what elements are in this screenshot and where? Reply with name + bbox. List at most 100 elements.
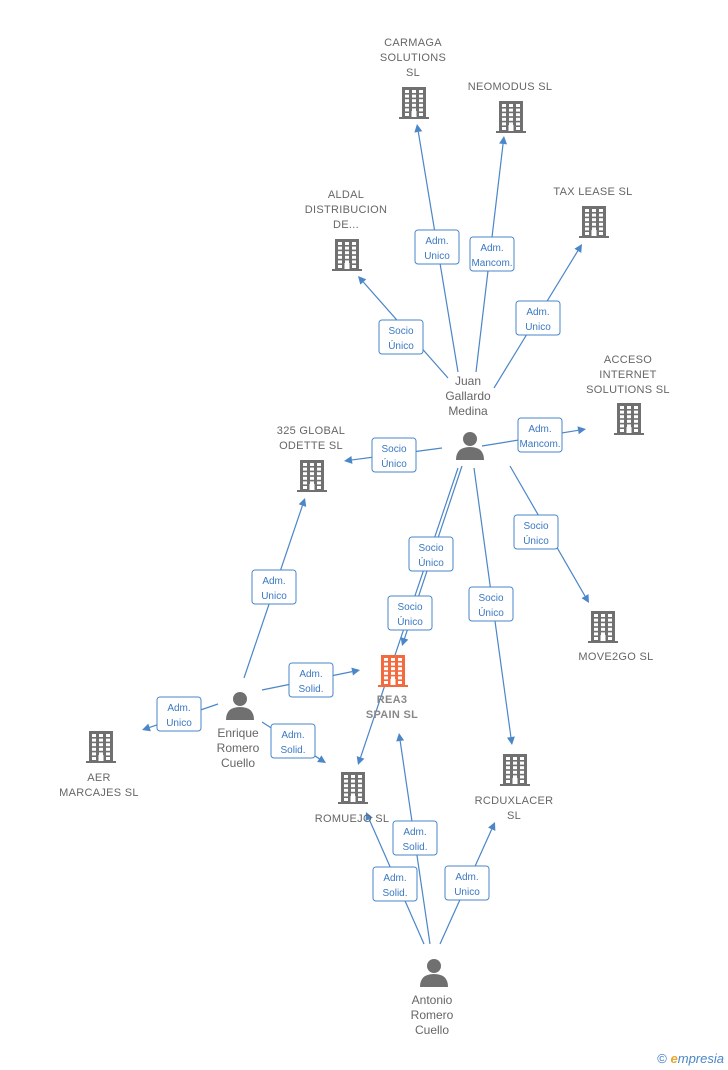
building-icon [496,101,526,133]
node-acceso[interactable]: ACCESO INTERNET SOLUTIONS SL [586,354,670,435]
edge-label[interactable]: Adm. Mancom. [469,236,515,272]
node-aer[interactable]: AER MARCAJES SL [59,731,139,799]
node-label: ROMUEJO SL [315,813,390,825]
edge-label-text: Único [381,457,407,470]
node-label: Medina [448,404,488,418]
edge-label-text: Unico [454,887,480,898]
edge-label-text: Socio [388,326,413,337]
node-romuejo[interactable]: ROMUEJO SL [315,772,390,825]
edge-label-text: Solid. [280,745,305,756]
node-label: ACCESO [604,354,652,366]
node-label: INTERNET [599,369,656,381]
edge-label-box [387,595,433,631]
edge-label-text: Socio [418,543,443,554]
arrowhead-icon [142,723,151,732]
edge-label-box [414,229,460,265]
node-label: ODETTE SL [279,440,343,452]
node-taxlease[interactable]: TAX LEASE SL [553,186,632,238]
edge-label[interactable]: Adm.Unico [414,229,460,265]
arrowhead-icon [577,426,586,435]
edge-label[interactable]: Adm.Unico [251,569,297,605]
edge-label[interactable]: Adm.Unico [156,696,202,732]
arrowhead-icon [317,755,326,763]
building-icon [500,754,530,786]
footer-brand[interactable]: © empresia [657,1051,724,1066]
node-label: DE... [333,219,359,231]
brand-logo-e: e [670,1051,678,1066]
person-icon [456,432,484,460]
node-move2go[interactable]: MOVE2GO SL [578,611,653,663]
edge-label[interactable]: Adm. Unico [444,865,490,901]
node-label: SOLUTIONS SL [586,384,670,396]
edge-label-box [270,723,316,759]
building-icon [378,655,408,687]
edge-label-text: Mancom. [471,258,512,269]
edge-label-text: Socio [397,602,422,613]
edge-label[interactable]: Adm.Mancom. [517,417,563,453]
arrowhead-icon [344,455,353,464]
edge-labels-layer: Adm.UnicoAdm.Mancom.SocioÚnicoAdm.UnicoA… [156,229,563,902]
node-label: MARCAJES SL [59,787,139,799]
node-label: AER [87,772,111,784]
node-label: Juan [455,374,481,388]
edge-label-text: Adm. [455,872,478,883]
edge-label-text: Único [418,556,444,569]
node-label: Cuello [415,1023,449,1037]
node-label: Romero [217,741,260,755]
edge-label-text: Único [523,534,549,547]
person-icon [226,692,254,720]
arrowhead-icon [358,276,367,285]
edge-label-text: Único [397,615,423,628]
edge-label-box [392,820,438,856]
building-icon [86,731,116,763]
arrowhead-icon [506,736,515,745]
building-icon [579,206,609,238]
edge-label-text: Adm. [526,307,549,318]
node-neomodus[interactable]: NEOMODUS SL [468,81,553,133]
edge-label-text: Único [388,339,414,352]
arrowhead-icon [414,124,423,133]
edge-label-box [378,319,424,355]
arrowhead-icon [356,756,365,765]
edge-label[interactable]: Adm.Unico [515,300,561,336]
edge-label[interactable]: Adm.Solid. [270,723,316,759]
edge-label-text: Solid. [402,842,427,853]
node-label: NEOMODUS SL [468,81,553,93]
node-label: ALDAL [328,189,364,201]
edge-label[interactable]: Adm.Solid. [392,820,438,856]
node-label: Enrique [217,726,259,740]
edge-label-text: Adm. [480,243,503,254]
node-label: REA3 [377,694,408,706]
edge-label-box [515,300,561,336]
arrowhead-icon [581,594,589,603]
node-aldal[interactable]: ALDALDISTRIBUCIONDE... [305,189,387,271]
arrowhead-icon [396,733,405,742]
edge-label[interactable]: Adm.Solid. [372,866,418,902]
edge-label[interactable]: Adm.Solid. [288,662,334,698]
edge-label-box [251,569,297,605]
edge-label-box [444,865,490,901]
edge-label-text: Adm. [425,236,448,247]
building-icon [588,611,618,643]
edge-label-box [469,236,515,272]
edge-label-box [513,514,559,550]
edge-label-box [371,437,417,473]
arrowhead-icon [400,637,409,646]
brand-name: mpresia [677,1051,724,1066]
arrowhead-icon [351,667,360,676]
node-label: SL [507,810,521,822]
